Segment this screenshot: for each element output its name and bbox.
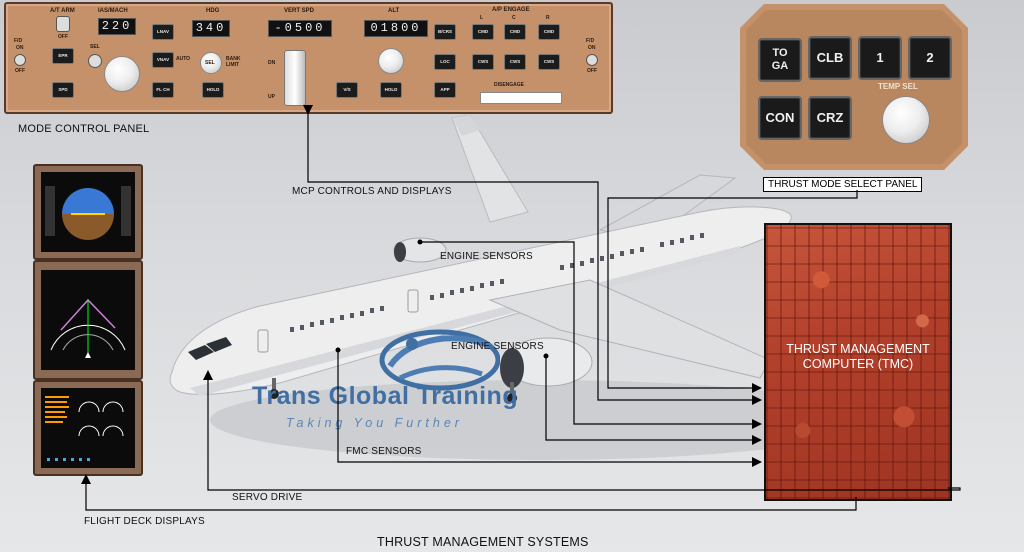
servo-drive-label: SERVO DRIVE: [232, 492, 303, 503]
pfd-screen: [41, 172, 135, 252]
disengage-bar[interactable]: [480, 92, 562, 104]
cmd-l-button[interactable]: CMD: [472, 24, 494, 40]
ias-knob[interactable]: [104, 56, 140, 92]
thrust-1-button[interactable]: 1: [858, 36, 902, 80]
alt-knob[interactable]: [378, 48, 404, 74]
logo-tagline: Taking You Further: [286, 416, 463, 430]
cws-l-button[interactable]: CWS: [472, 54, 494, 70]
navigation-display-icon: [50, 298, 126, 358]
temp-sel-knob[interactable]: [882, 96, 930, 144]
mcp-label: MODE CONTROL PANEL: [18, 123, 150, 135]
cws-c-button[interactable]: CWS: [504, 54, 526, 70]
lnav-button[interactable]: LNAV: [152, 24, 174, 40]
fd-right-off: OFF: [587, 68, 597, 74]
fd-left-off: OFF: [15, 68, 25, 74]
nd-screen: [41, 270, 135, 370]
ias-display: 220: [98, 18, 136, 35]
alt-hold-button[interactable]: HOLD: [380, 82, 402, 98]
hdg-sel-label: SEL: [205, 60, 215, 66]
eicas-screen: [41, 388, 135, 468]
attitude-indicator-icon: [45, 186, 131, 240]
auto-label: AUTO: [176, 56, 191, 62]
at-arm-off: OFF: [58, 34, 68, 40]
tmc-label: THRUST MANAGEMENT COMPUTER (TMC): [786, 342, 930, 371]
mode-control-panel: F/D ON OFF A/T ARM OFF EPR SPD IAS/MACH …: [4, 2, 613, 114]
flight-deck-displays-label: FLIGHT DECK DISPLAYS: [84, 516, 205, 527]
temp-sel-label: TEMP SEL: [878, 82, 918, 91]
loc-button[interactable]: LOC: [434, 54, 456, 70]
disengage-label: DISENGAGE: [494, 82, 525, 88]
ap-engage-label: A/P ENGAGE: [492, 7, 530, 13]
fd-right-on: ON: [588, 45, 596, 51]
epr-button[interactable]: EPR: [52, 48, 74, 64]
alt-display: 01800: [364, 20, 428, 37]
alt-label: ALT: [388, 8, 400, 14]
thrust-management-computer: THRUST MANAGEMENT COMPUTER (TMC): [764, 223, 952, 501]
ap-l-label: L: [480, 15, 484, 21]
ias-sel-button[interactable]: [88, 54, 102, 68]
fd-right-switch[interactable]: [586, 54, 598, 66]
pfd-frame: [33, 164, 143, 260]
cmd-r-button[interactable]: CMD: [538, 24, 560, 40]
crz-button[interactable]: CRZ: [808, 96, 852, 140]
sel-label: SEL: [90, 44, 100, 50]
at-arm-switch[interactable]: [56, 16, 70, 32]
tmsp-label: THRUST MODE SELECT PANEL: [763, 177, 923, 192]
nd-frame: [33, 260, 143, 380]
hdg-label: HDG: [206, 8, 220, 14]
app-button[interactable]: APP: [434, 82, 456, 98]
fmc-sensors-label: FMC SENSORS: [346, 446, 422, 457]
bank-limit-label: BANK LIMIT: [226, 56, 241, 68]
engine-sensors-label-1: ENGINE SENSORS: [440, 251, 533, 262]
cmd-c-button[interactable]: CMD: [504, 24, 526, 40]
thrust-2-button[interactable]: 2: [908, 36, 952, 80]
ap-c-label: C: [512, 15, 516, 21]
vs-button[interactable]: V/S: [336, 82, 358, 98]
cws-r-button[interactable]: CWS: [538, 54, 560, 70]
vs-display: -0500: [268, 20, 332, 37]
engine-sensors-label-2: ENGINE SENSORS: [451, 341, 544, 352]
flch-button[interactable]: FL CH: [152, 82, 174, 98]
vert-spd-label: VERT SPD: [284, 8, 315, 14]
fd-right-label: F/D: [586, 38, 595, 44]
spd-button[interactable]: SPD: [52, 82, 74, 98]
hdg-display: 340: [192, 20, 230, 37]
bcrs-button[interactable]: B/CRS: [434, 24, 456, 40]
fd-left-switch[interactable]: [14, 54, 26, 66]
eicas-frame: [33, 380, 143, 476]
ap-r-label: R: [546, 15, 550, 21]
fd-left-label: F/D: [14, 38, 23, 44]
mcp-controls-label: MCP CONTROLS AND DISPLAYS: [292, 186, 452, 197]
up-label: UP: [268, 94, 275, 100]
ias-mach-label: IAS/MACH: [98, 8, 128, 14]
clb-button[interactable]: CLB: [808, 36, 852, 80]
hdg-hold-button[interactable]: HOLD: [202, 82, 224, 98]
eicas-gauges-icon: [45, 396, 124, 461]
toga-button[interactable]: TO GA: [758, 38, 802, 82]
diagram-title: THRUST MANAGEMENT SYSTEMS: [377, 535, 589, 549]
vs-thumbwheel[interactable]: [284, 50, 306, 106]
hdg-sel-knob[interactable]: [200, 52, 222, 74]
vnav-button[interactable]: VNAV: [152, 52, 174, 68]
fd-left-on: ON: [16, 45, 24, 51]
dn-label: DN: [268, 60, 276, 66]
at-arm-label: A/T ARM: [50, 8, 75, 14]
